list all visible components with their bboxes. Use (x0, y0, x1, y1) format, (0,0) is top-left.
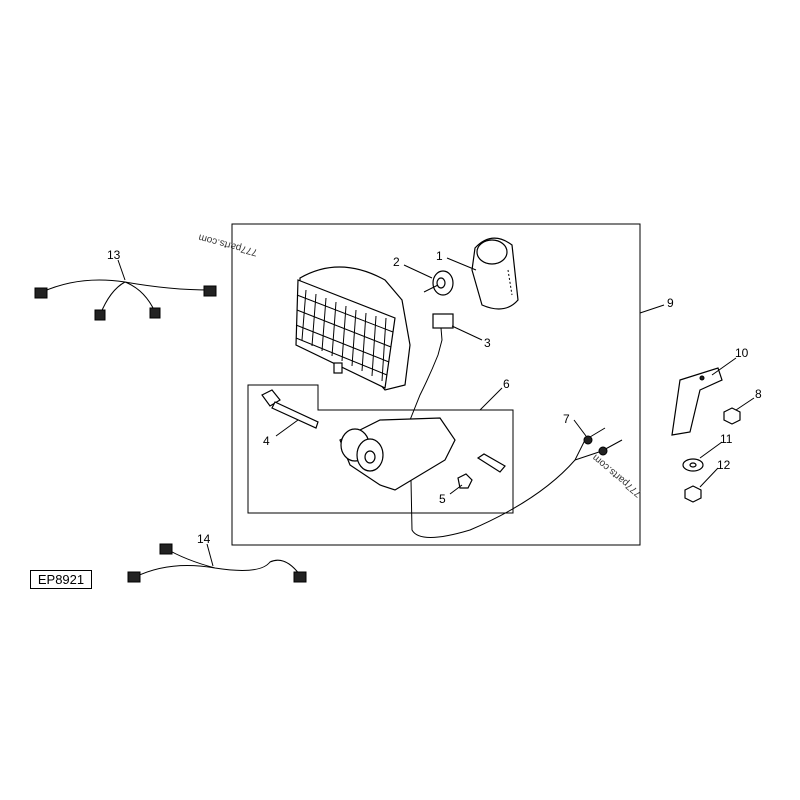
callout-13: 13 (107, 248, 121, 262)
callout-5: 5 (439, 492, 446, 506)
callout-leaders (117, 257, 755, 567)
callout-7: 7 (563, 412, 570, 426)
part-1-cover (471, 237, 519, 310)
callout-4: 4 (263, 434, 270, 448)
part-14-harness (127, 543, 307, 583)
kit-frame (231, 223, 641, 546)
part-7-terminals (583, 427, 623, 456)
callout-12: 12 (717, 458, 731, 472)
small-bolt (476, 453, 506, 473)
callout-10: 10 (735, 346, 749, 360)
part-4-bolt (261, 389, 319, 429)
part-12-nut (684, 485, 702, 503)
callout-2: 2 (393, 255, 400, 269)
part-10-bracket (671, 367, 723, 436)
diagram-code-label: EP8921 (30, 570, 92, 589)
part-2-grommet (423, 270, 454, 296)
watermark: 777parts.com (197, 231, 258, 257)
mount-bracket (339, 417, 456, 491)
callout-14: 14 (197, 532, 211, 546)
watermark: 777parts.com (590, 452, 643, 499)
part-3-connector (409, 313, 454, 421)
callout-1: 1 (436, 249, 443, 263)
part-8-nut (723, 407, 741, 425)
callout-9: 9 (667, 296, 674, 310)
part-13-harness (34, 279, 217, 321)
callout-8: 8 (755, 387, 762, 401)
callout-11: 11 (720, 432, 733, 446)
bracket-subframe (247, 384, 514, 514)
callout-3: 3 (484, 336, 491, 350)
callout-6: 6 (503, 377, 510, 391)
work-light (295, 266, 411, 391)
